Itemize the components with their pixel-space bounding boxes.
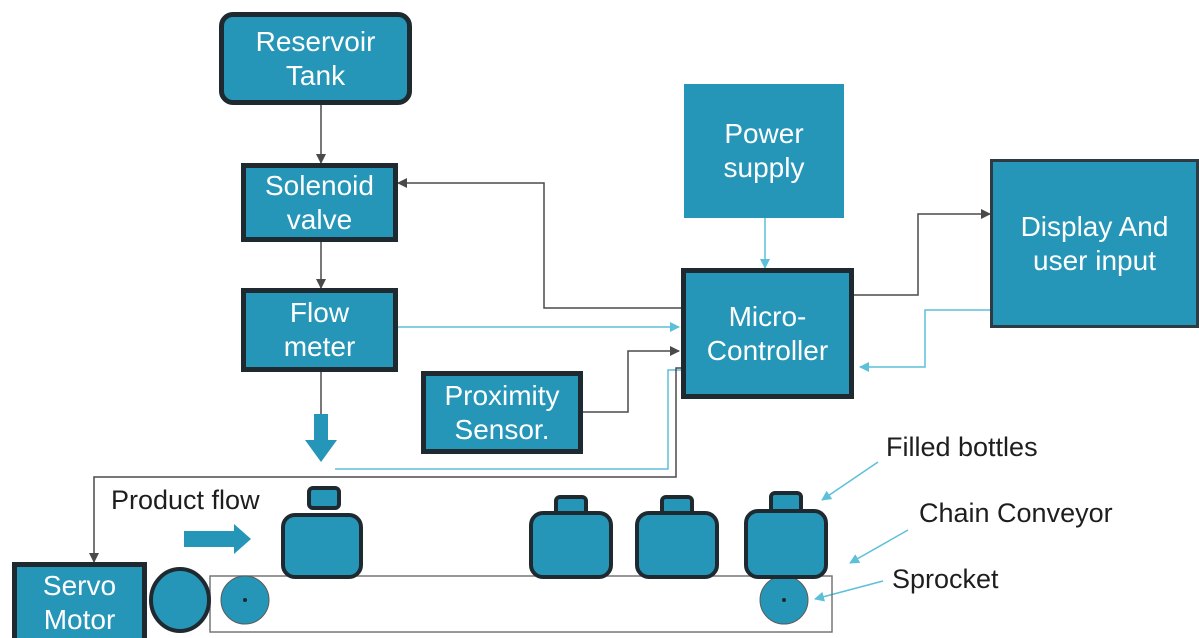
chain-conveyor-label: Chain Conveyor xyxy=(919,498,1113,528)
bottle-filled-3 xyxy=(744,491,828,579)
arrow-micro-to-servo xyxy=(89,367,686,563)
sprocket-label: Sprocket xyxy=(892,564,999,594)
arrow-display-to-micro xyxy=(859,309,990,372)
servo-motor-block: Servo Motor xyxy=(12,562,147,638)
power-supply-block: Power supply xyxy=(684,84,844,218)
proximity-sensor-block: Proximity Sensor. xyxy=(421,371,583,454)
reservoir-tank-block: Reservoir Tank xyxy=(219,12,412,105)
servo-drive-wheel xyxy=(149,567,211,633)
bottle-filled-1 xyxy=(529,495,613,579)
bottle-filled-2 xyxy=(635,495,719,579)
pointer-filled-bottles xyxy=(821,461,879,501)
flow-meter-block: Flow meter xyxy=(241,288,398,372)
filled-bottles-label: Filled bottles xyxy=(886,432,1038,462)
sprocket-left-hub xyxy=(243,598,247,602)
pointer-sprocket xyxy=(814,580,884,602)
thick-down-arrow xyxy=(305,414,337,462)
conveyor-belt xyxy=(209,575,833,633)
display-user-input-block: Display And user input xyxy=(990,159,1199,328)
solenoid-valve-block: Solenoid valve xyxy=(241,163,398,242)
arrow-micro-to-display xyxy=(854,209,991,296)
product-flow-arrow xyxy=(184,524,251,554)
sprocket-right-hub xyxy=(782,598,786,602)
micro-controller-block: Micro- Controller xyxy=(681,268,854,399)
arrow-proximity-to-micro xyxy=(583,346,680,413)
pointer-chain-conveyor xyxy=(849,529,909,564)
arrow-micro-to-solenoid xyxy=(397,178,681,309)
line-micro-to-conveyor xyxy=(335,369,681,470)
product-flow-label: Product flow xyxy=(111,485,260,515)
bottle-filling xyxy=(281,486,363,579)
